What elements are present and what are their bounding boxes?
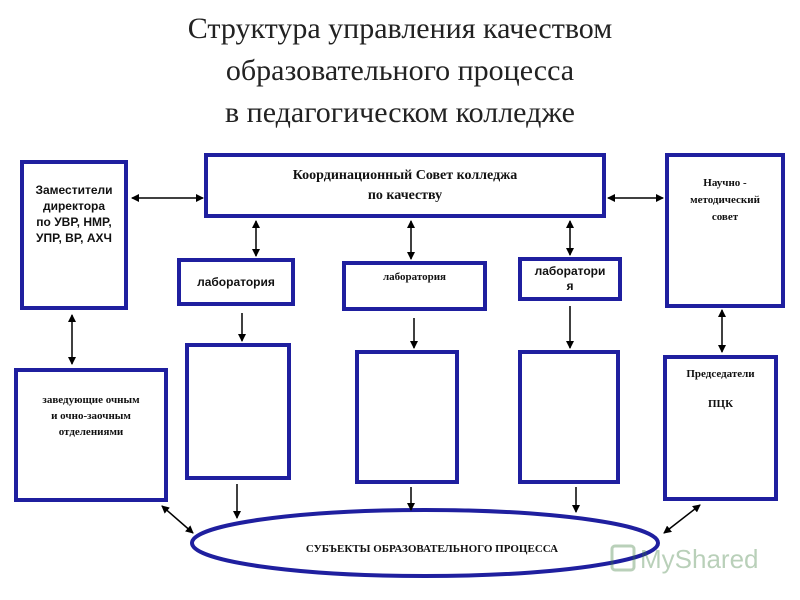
watermark-logo: MyShared	[610, 544, 759, 574]
department-heads-box: заведующие очным и очно-заочным отделени…	[14, 368, 168, 502]
lab-2-empty-box	[355, 350, 459, 484]
subjects-ellipse	[190, 508, 660, 578]
laboratory-1-label: лаборатория	[197, 275, 275, 289]
arrow-heads-subjects	[161, 505, 194, 534]
methodical-council-label: Научно - методический совет	[690, 177, 760, 223]
watermark-text: MyShared	[640, 544, 759, 574]
laboratory-3-label: лаборатори я	[534, 264, 606, 293]
coordination-council-label: Координационный Совет колледжа по качест…	[292, 167, 518, 203]
lab-3-empty-box	[518, 350, 620, 484]
laboratory-1-box: лаборатория	[177, 258, 295, 306]
deputies-label: Заместители директора по УВР, НМР, УПР, …	[35, 183, 113, 245]
coordination-council-box: Координационный Совет колледжа по качест…	[204, 153, 606, 218]
title-line-1: Структура управления качеством	[187, 12, 613, 45]
laboratory-3-box: лаборатори я	[518, 257, 622, 301]
arrow-chairs-subjects	[663, 504, 701, 534]
title-line-2: образовательного процесса	[225, 54, 575, 87]
subjects-label: СУБЪЕКТЫ ОБРАЗОВАТЕЛЬНОГО ПРОЦЕССА	[306, 543, 558, 555]
title-line-3: в педагогическом колледже	[225, 96, 575, 129]
laboratory-2-box: лаборатория	[342, 261, 487, 311]
methodical-council-box: Научно - методический совет	[665, 153, 785, 308]
laboratory-2-label: лаборатория	[382, 271, 447, 283]
department-heads-label: заведующие очным и очно-заочным отделени…	[42, 394, 140, 438]
lab-1-empty-box	[185, 343, 291, 480]
watermark-icon	[610, 544, 636, 572]
pck-chairs-label: Председатели ПЦК	[686, 368, 755, 410]
deputies-box: Заместители директора по УВР, НМР, УПР, …	[20, 160, 128, 310]
pck-chairs-box: Председатели ПЦК	[663, 355, 778, 501]
